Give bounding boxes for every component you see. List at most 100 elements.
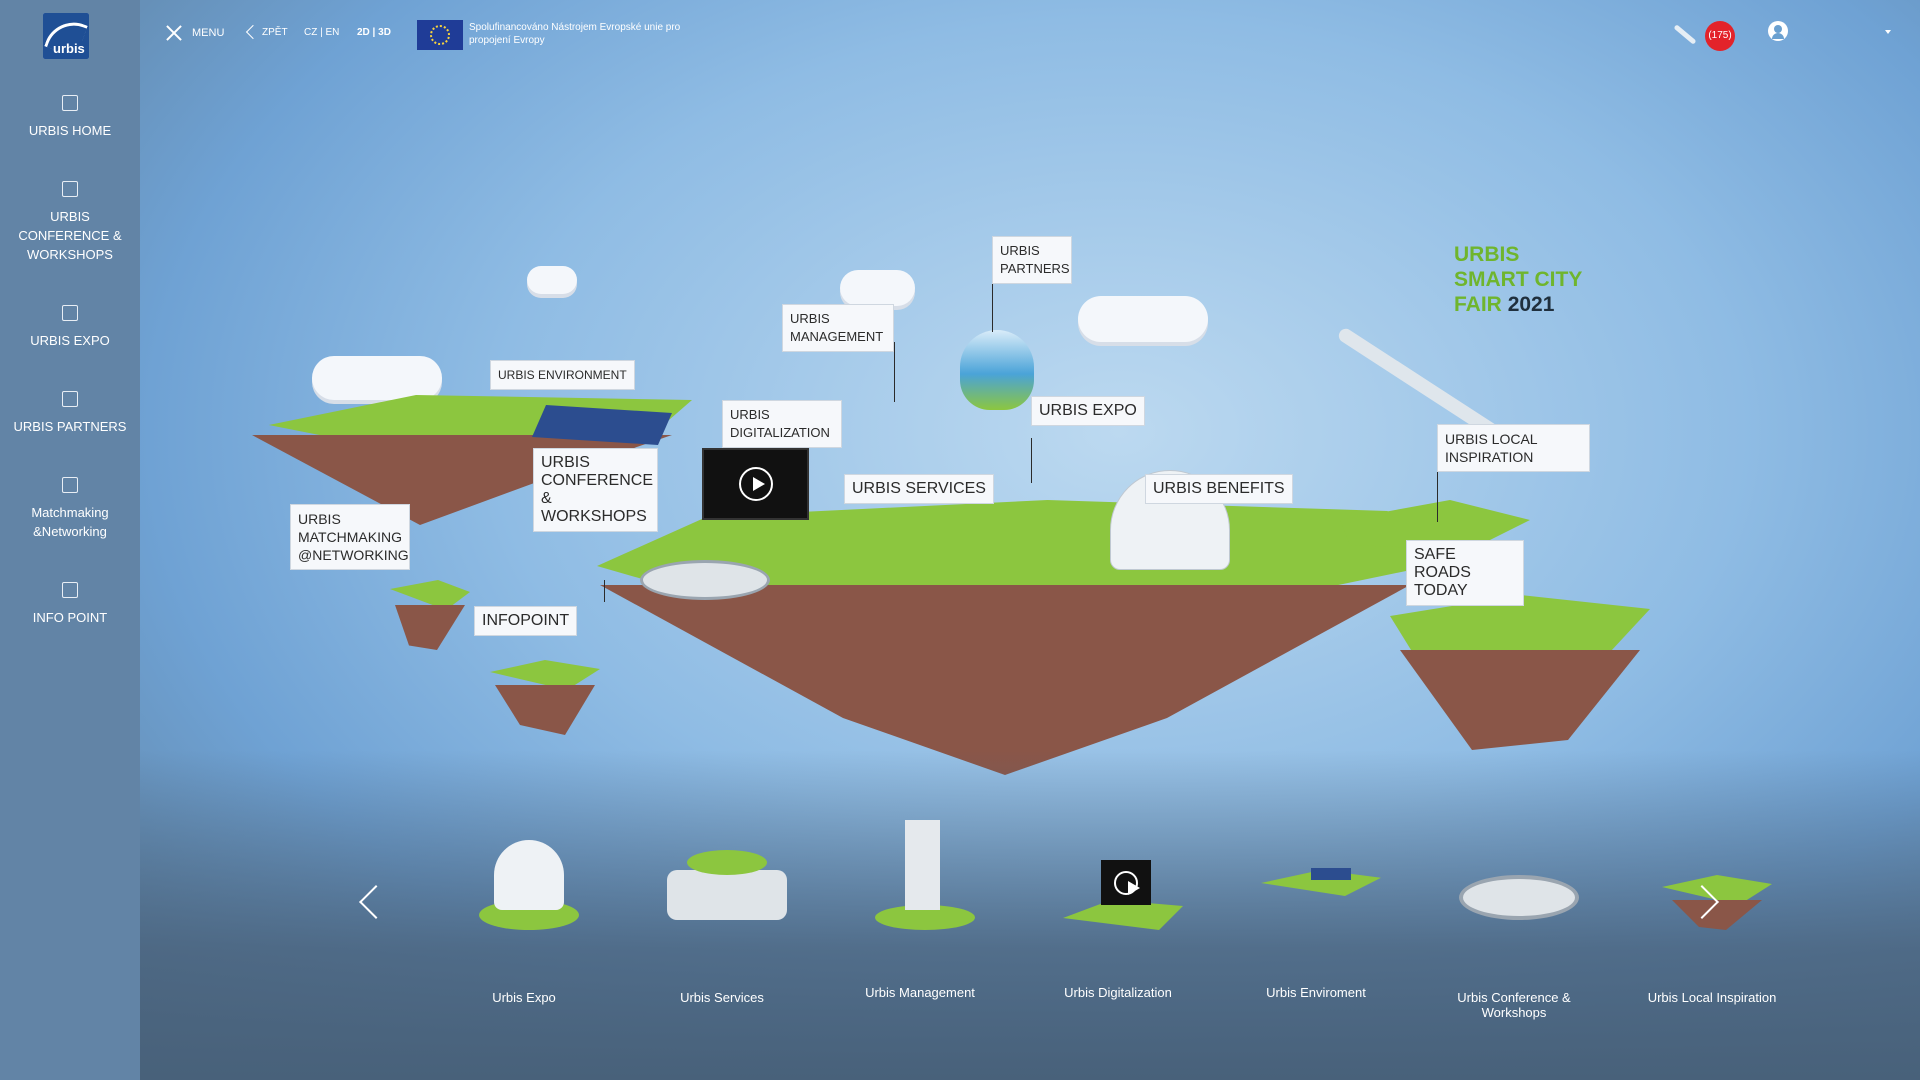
thumb-dome: [494, 840, 564, 910]
thumb-stadium: [1459, 875, 1579, 920]
solar-panels: [532, 405, 672, 445]
sidebar-item-label: INFO POINT: [32, 610, 108, 625]
connector-line: [992, 272, 993, 332]
hot-air-balloon[interactable]: [960, 330, 1034, 410]
carousel-item-label: Urbis Services: [680, 990, 764, 1005]
area-carousel: Urbis Expo Urbis Services Urbis Manageme…: [140, 790, 1920, 1030]
title-year: 2021: [1507, 293, 1555, 316]
menu-button[interactable]: MENU: [192, 27, 225, 39]
rocket-icon-body: [1673, 24, 1697, 45]
local-inspiration-island[interactable]: [1330, 500, 1650, 750]
sidebar-item-urbis-home[interactable]: URBIS HOME: [0, 95, 140, 140]
cloud: [840, 270, 915, 306]
title-line: SMART CITY: [1454, 268, 1583, 291]
back-button[interactable]: ZPĚT: [262, 27, 288, 38]
carousel-item-management[interactable]: Urbis Management: [830, 790, 1010, 1030]
sidebar-item-matchmaking[interactable]: Matchmaking &Networking: [0, 477, 140, 541]
connector-line: [1437, 462, 1438, 522]
expo-thumbnail: [469, 830, 589, 940]
label-urbis-digitalization[interactable]: URBIS DIGITALIZATION: [722, 400, 842, 448]
carousel-item-digitalization[interactable]: Urbis Digitalization: [1028, 790, 1208, 1030]
services-thumbnail: [667, 830, 787, 940]
dirt-base: [600, 585, 1410, 775]
label-urbis-environment[interactable]: URBIS ENVIRONMENT: [490, 360, 635, 390]
thumb-tower: [905, 820, 940, 910]
eu-flag-icon: [417, 20, 463, 50]
play-icon: [738, 467, 773, 501]
sidebar-item-label: URBIS PARTNERS: [13, 419, 127, 434]
top-bar: MENU ZPĚT CZ | EN 2D | 3D Spolufinancová…: [140, 0, 1920, 70]
digitalization-thumbnail: [1063, 830, 1183, 940]
label-urbis-management[interactable]: URBIS MANAGEMENT: [782, 304, 894, 352]
sidebar-item-label: Matchmaking &Networking: [31, 505, 109, 539]
notification-badge[interactable]: (175): [1705, 21, 1735, 51]
carousel-item-local-inspiration[interactable]: Urbis Local Inspiration: [1622, 790, 1802, 1030]
calendar-icon: [62, 477, 78, 493]
logo-text: urbis: [53, 41, 85, 56]
video-screen[interactable]: [702, 448, 809, 520]
user-icon[interactable]: [1768, 21, 1788, 41]
fair-title: URBIS SMART CITY FAIR 2021: [1454, 242, 1582, 317]
sidebar-item-info-point[interactable]: INFO POINT: [0, 582, 140, 627]
local-inspiration-thumbnail: [1657, 830, 1777, 940]
carousel-item-conference[interactable]: Urbis Conference & Workshops: [1424, 790, 1604, 1030]
carousel-item-expo[interactable]: Urbis Expo: [434, 790, 614, 1030]
label-infopoint[interactable]: INFOPOINT: [474, 606, 578, 636]
view-mode-switch[interactable]: 2D | 3D: [357, 27, 391, 38]
logo-mark: urbis: [43, 13, 89, 59]
chevron-down-icon[interactable]: [1885, 30, 1891, 34]
sidebar-item-label: URBIS HOME: [28, 123, 112, 138]
label-urbis-local-inspiration[interactable]: URBIS LOCAL INSPIRATION: [1437, 424, 1590, 472]
sidebar: urbis URBIS HOME URBIS CONFERENCE & WORK…: [0, 0, 140, 1080]
thumb-solar: [1311, 868, 1351, 880]
sidebar-item-conference[interactable]: URBIS CONFERENCE & WORKSHOPS: [0, 181, 140, 264]
carousel-item-services[interactable]: Urbis Services: [632, 790, 812, 1030]
carousel-item-label: Urbis Enviroment: [1266, 985, 1366, 1000]
matchmaking-island[interactable]: [390, 580, 470, 660]
label-safe-roads-today[interactable]: SAFE ROADS TODAY: [1406, 540, 1524, 606]
dirt-base: [1400, 650, 1640, 750]
sidebar-item-partners[interactable]: URBIS PARTNERS: [0, 391, 140, 436]
thumb-roof: [687, 850, 767, 875]
label-urbis-conference[interactable]: URBIS CONFERENCE & WORKSHOPS: [533, 448, 658, 532]
handshake-icon: [62, 391, 78, 407]
title-line: URBIS: [1454, 243, 1520, 266]
chevron-left-icon[interactable]: [245, 24, 261, 40]
language-switch[interactable]: CZ | EN: [304, 27, 340, 38]
connector-line: [1031, 438, 1032, 483]
sidebar-item-label: URBIS CONFERENCE & WORKSHOPS: [18, 209, 122, 262]
connector-line: [604, 580, 605, 602]
dirt-base: [395, 605, 465, 650]
bottom-gradient: [140, 750, 1920, 1080]
carousel-item-label: Urbis Management: [865, 985, 975, 1000]
main-island[interactable]: [580, 470, 1430, 780]
rocket-icon[interactable]: [1668, 20, 1698, 50]
label-urbis-matchmaking[interactable]: URBIS MATCHMAKING @NETWORKING: [290, 504, 410, 570]
conference-icon: [62, 181, 78, 197]
thumb-screen: [1101, 860, 1151, 905]
home-icon: [62, 95, 78, 111]
carousel-item-environment[interactable]: Urbis Enviroment: [1226, 790, 1406, 1030]
carousel-item-label: Urbis Digitalization: [1064, 985, 1172, 1000]
city-scene[interactable]: URBIS SMART CITY FAIR 2021 URBIS PARTNER…: [140, 0, 1920, 1080]
sidebar-item-expo[interactable]: URBIS EXPO: [0, 305, 140, 350]
carousel-item-label: Urbis Conference & Workshops: [1457, 990, 1571, 1020]
eu-funding-text: Spolufinancováno Nástrojem Evropské unie…: [469, 22, 681, 46]
label-urbis-benefits[interactable]: URBIS BENEFITS: [1145, 474, 1293, 504]
play-icon: [1114, 870, 1140, 895]
label-urbis-services[interactable]: URBIS SERVICES: [844, 474, 994, 504]
user-icon-shoulders: [1772, 33, 1784, 39]
environment-thumbnail: [1261, 830, 1381, 940]
user-icon-head: [1774, 25, 1782, 33]
label-urbis-expo[interactable]: URBIS EXPO: [1031, 396, 1145, 426]
management-thumbnail: [865, 820, 985, 940]
connector-line: [894, 342, 895, 402]
cloud: [1078, 296, 1208, 342]
urbis-logo[interactable]: urbis: [43, 13, 89, 59]
label-urbis-partners[interactable]: URBIS PARTNERS: [992, 236, 1072, 284]
eu-stars: [430, 25, 450, 45]
close-icon[interactable]: [165, 24, 183, 42]
infopoint-island[interactable]: [490, 660, 600, 740]
carousel-prev-icon[interactable]: [359, 885, 393, 919]
expo-icon: [62, 305, 78, 321]
